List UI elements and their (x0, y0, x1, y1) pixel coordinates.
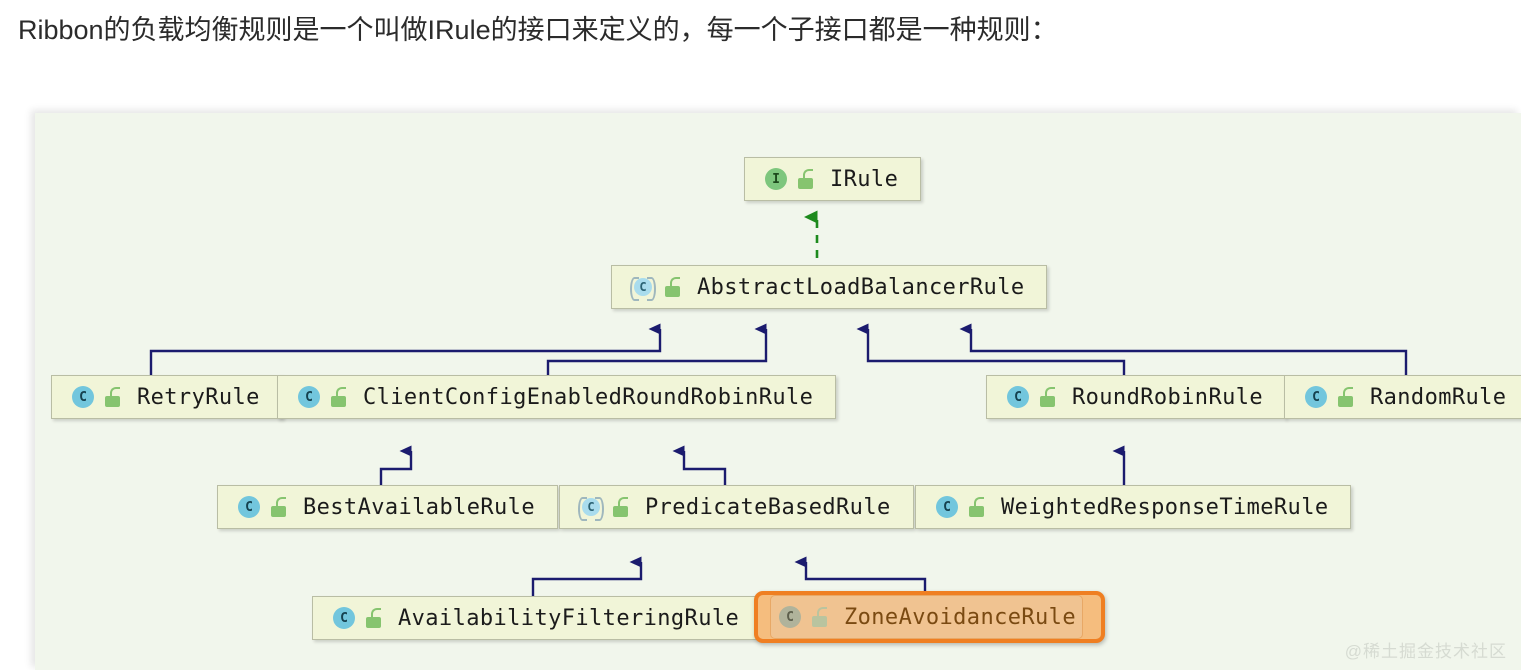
node-inner: C PredicateBasedRule (572, 486, 897, 528)
uml-node-label: AbstractLoadBalancerRule (697, 274, 1025, 300)
class-icon: C (1303, 384, 1329, 410)
uml-node-label: ZoneAvoidanceRule (844, 604, 1076, 630)
unlocked-icon (663, 276, 683, 298)
edge-roundrobin-extends-abstractlb (856, 323, 1126, 375)
uml-node-zoneavoidancerule[interactable]: C ZoneAvoidanceRule (754, 591, 1105, 643)
uml-node-randomrule[interactable]: C RandomRule (1284, 375, 1521, 419)
uml-node-label: RandomRule (1370, 384, 1507, 410)
node-inner: C ZoneAvoidanceRule (770, 595, 1083, 639)
uml-node-availabilityfilteringrule[interactable]: C AvailabilityFilteringRule (312, 596, 763, 640)
unlocked-icon (611, 496, 631, 518)
uml-node-label: BestAvailableRule (303, 494, 535, 520)
unlocked-icon (796, 168, 816, 190)
edge-zoneavoid-extends-predicate (794, 556, 927, 591)
uml-node-weightedresponsetimerule[interactable]: C WeightedResponseTimeRule (915, 485, 1352, 529)
uml-node-label: RoundRobinRule (1072, 384, 1264, 410)
uml-node-irule[interactable]: I IRule (744, 157, 922, 201)
uml-node-label: IRule (830, 166, 899, 192)
uml-node-abstractloadbalancerrule[interactable]: C AbstractLoadBalancerRule (611, 265, 1048, 309)
node-inner: C AvailabilityFilteringRule (325, 597, 745, 639)
node-inner: C ClientConfigEnabledRoundRobinRule (290, 376, 819, 418)
node-inner: C AbstractLoadBalancerRule (624, 266, 1030, 308)
edge-clientconfig-extends-abstractlb (546, 323, 768, 375)
abstract-class-icon: C (578, 494, 604, 521)
unlocked-icon (967, 496, 987, 518)
uml-node-bestavailablerule[interactable]: C BestAvailableRule (217, 485, 558, 529)
class-icon: C (296, 384, 322, 410)
class-icon: C (934, 494, 960, 520)
uml-node-predicatebasedrule[interactable]: C PredicateBasedRule (559, 485, 914, 529)
node-inner: C RoundRobinRule (999, 376, 1269, 418)
unlocked-icon (1038, 386, 1058, 408)
edge-predicate-extends-clientconfig (672, 445, 727, 485)
unlocked-icon (1336, 386, 1356, 408)
uml-node-label: RetryRule (137, 384, 260, 410)
uml-node-label: PredicateBasedRule (645, 494, 891, 520)
watermark: @稀土掘金技术社区 (1344, 642, 1507, 661)
class-icon: C (236, 494, 262, 520)
class-icon: C (1005, 384, 1031, 410)
unlocked-icon (269, 496, 289, 518)
interface-icon: I (763, 166, 789, 192)
node-inner: C RetryRule (64, 376, 266, 418)
unlocked-icon (810, 606, 830, 628)
page-title: Ribbon的负载均衡规则是一个叫做IRule的接口来定义的，每一个子接口都是一… (18, 15, 1058, 45)
uml-node-clientconfigenabledroundrobinrule[interactable]: C ClientConfigEnabledRoundRobinRule (277, 375, 837, 419)
edge-random-extends-abstractlb (959, 323, 1408, 375)
edge-availfilter-extends-predicate (531, 556, 643, 596)
edge-retry-extends-abstractlb (149, 323, 662, 375)
unlocked-icon (364, 607, 384, 629)
abstract-class-icon: C (630, 274, 656, 301)
uml-node-label: ClientConfigEnabledRoundRobinRule (363, 384, 814, 410)
uml-node-retryrule[interactable]: C RetryRule (51, 375, 283, 419)
node-inner: C WeightedResponseTimeRule (928, 486, 1334, 528)
uml-node-roundrobinrule[interactable]: C RoundRobinRule (986, 375, 1287, 419)
node-inner: C RandomRule (1297, 376, 1512, 418)
uml-node-label: WeightedResponseTimeRule (1001, 494, 1329, 520)
uml-diagram-canvas: I IRule C AbstractLoadBalancerRule C (35, 113, 1521, 670)
uml-node-label: AvailabilityFilteringRule (398, 605, 740, 631)
edge-bestavail-extends-clientconfig (379, 445, 413, 485)
unlocked-icon (103, 386, 123, 408)
class-icon: C (331, 605, 357, 631)
unlocked-icon (329, 386, 349, 408)
node-inner: I IRule (757, 158, 904, 200)
class-icon: C (70, 384, 96, 410)
class-icon: C (777, 604, 803, 630)
node-inner: C BestAvailableRule (230, 486, 541, 528)
